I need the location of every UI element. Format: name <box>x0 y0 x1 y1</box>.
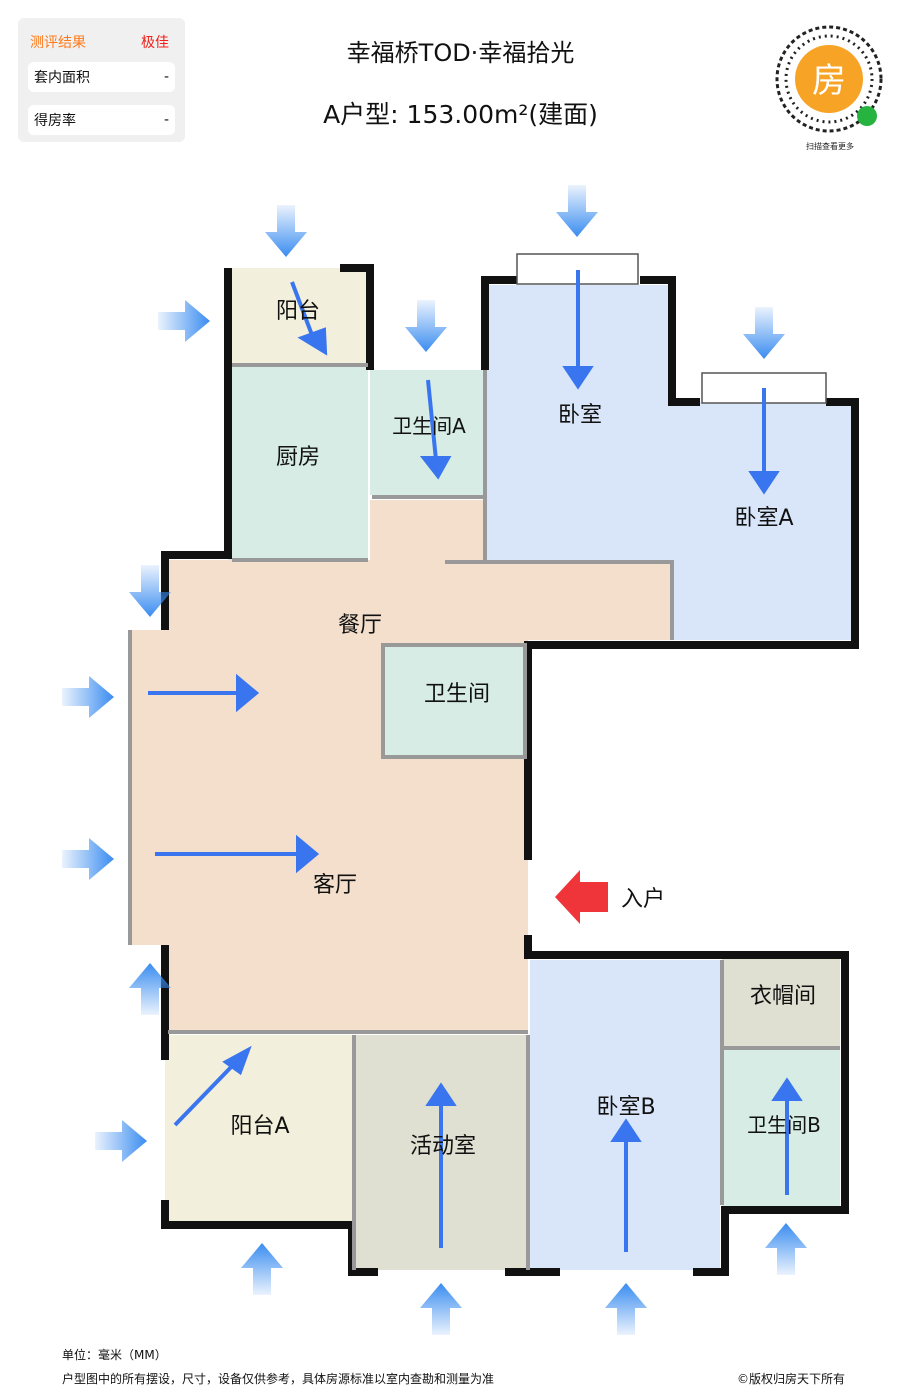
label-bath-a: 卫生间A <box>392 414 466 438</box>
qr-center-char: 房 <box>812 61 846 101</box>
arrow-icon <box>765 1223 807 1275</box>
unit-note: 单位：毫米（MM） <box>62 1348 167 1362</box>
label-balcony: 阳台 <box>276 299 320 324</box>
evaluation-label: 测评结果 <box>30 35 86 51</box>
arrow-icon <box>420 1283 462 1335</box>
label-balcony-a: 阳台A <box>230 1114 289 1139</box>
label-entry: 入户 <box>621 887 665 912</box>
label-dining: 餐厅 <box>338 613 382 638</box>
bath-b-room <box>722 1050 840 1210</box>
label-bath-b: 卫生间B <box>747 1113 821 1137</box>
disclaimer: 户型图中的所有摆设，尺寸，设备仅供参考，具体房源标准以室内查勘和测量为准 <box>62 1372 495 1386</box>
arrow-icon <box>743 307 785 359</box>
efficiency-label: 得房率 <box>34 113 76 129</box>
evaluation-value: 极佳 <box>141 35 169 51</box>
qr-code[interactable]: 房 <box>770 22 888 137</box>
arrow-icon <box>241 1243 283 1295</box>
entry-arrow-icon <box>555 870 608 924</box>
bath-room <box>383 645 525 757</box>
arrow-icon <box>95 1120 147 1162</box>
page-title: 幸福桥TOD·幸福拾光 <box>346 39 575 67</box>
brand-logo-icon <box>795 45 863 113</box>
arrow-icon <box>129 963 171 1015</box>
label-bath: 卫生间 <box>424 682 490 707</box>
mini-program-icon <box>857 106 877 126</box>
efficiency-value: - <box>163 112 169 128</box>
label-bedroom: 卧室 <box>558 403 602 428</box>
arrow-icon <box>62 838 114 880</box>
inner-area-label: 套内面积 <box>34 70 90 86</box>
balcony-a-room <box>165 1035 352 1225</box>
arrow-icon <box>62 676 114 718</box>
light-arrows <box>62 185 807 1335</box>
label-living: 客厅 <box>313 873 357 898</box>
kitchen-room <box>228 365 368 560</box>
arrow-icon <box>265 205 307 257</box>
label-activity: 活动室 <box>410 1134 476 1159</box>
arrow-icon <box>129 565 171 617</box>
evaluation-card: 测评结果 极佳 套内面积 - 得房率 - <box>18 18 185 142</box>
arrow-icon <box>556 185 598 237</box>
label-bedroom-a: 卧室A <box>734 506 793 531</box>
copyright: ©版权归房天下所有 <box>737 1372 846 1386</box>
label-wardrobe: 衣帽间 <box>750 984 816 1009</box>
arrow-icon <box>405 300 447 352</box>
arrow-icon <box>158 300 210 342</box>
living-dining-area <box>130 500 672 1030</box>
balcony-room <box>228 268 368 365</box>
inner-area-value: - <box>163 69 169 85</box>
qr-caption: 扫描查看更多 <box>806 142 854 151</box>
label-bedroom-b: 卧室B <box>596 1095 655 1120</box>
efficiency-row: 得房率 - <box>28 105 175 135</box>
inner-area-row: 套内面积 - <box>28 62 175 92</box>
airflow-arrows <box>148 270 803 1252</box>
label-kitchen: 厨房 <box>276 445 320 470</box>
unit-type-subtitle: A户型: 153.00m²(建面) <box>323 100 598 129</box>
wardrobe-room <box>722 952 840 1048</box>
arrow-icon <box>605 1283 647 1335</box>
